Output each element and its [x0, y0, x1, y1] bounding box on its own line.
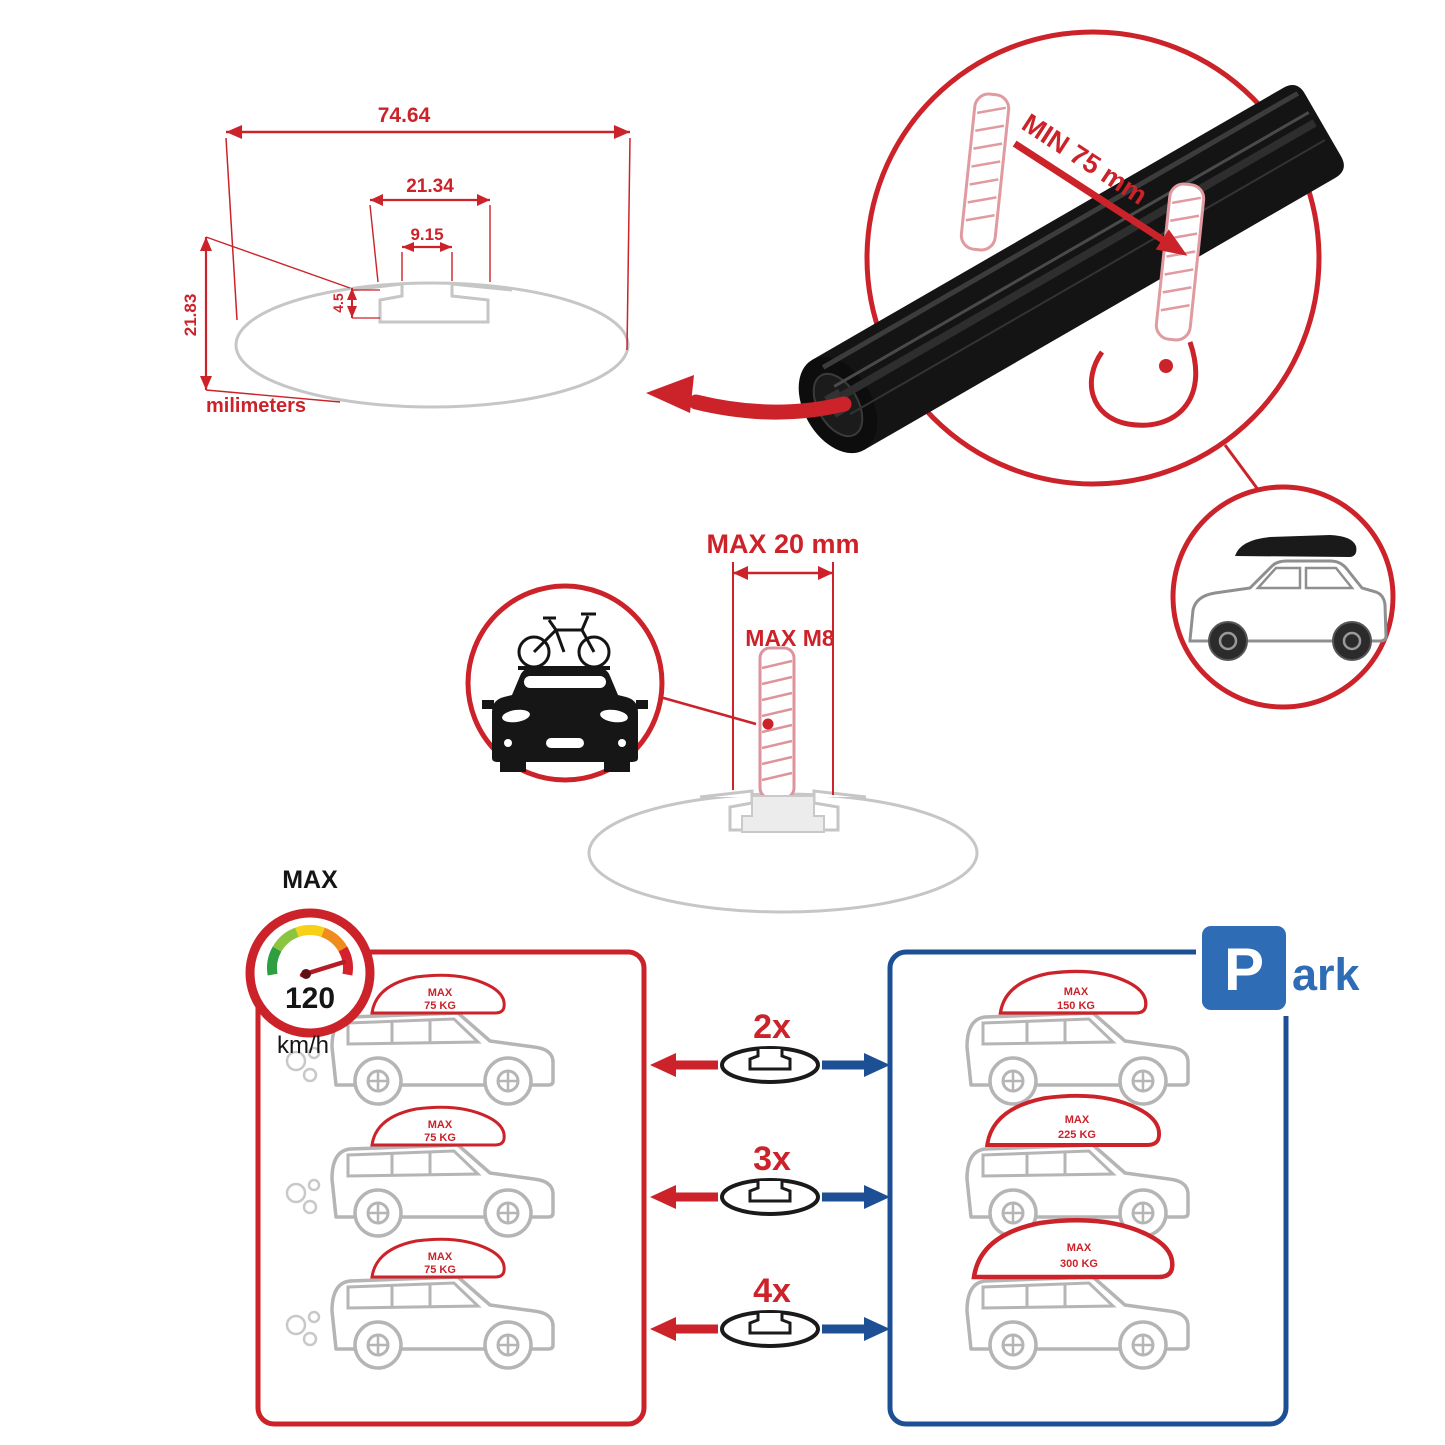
max-thread-label: MAX M8: [745, 625, 835, 651]
pod-label: MAX: [428, 1251, 453, 1263]
clamp-pivot-dot: [1159, 359, 1173, 373]
pod-label: 300 KG: [1060, 1258, 1098, 1270]
park-sign-letter: P: [1224, 936, 1264, 1003]
units-label: milimeters: [206, 395, 306, 417]
bolt-spec-diagram: MAX 20 mm MAX M8: [587, 529, 979, 914]
dim-slot-depth-label: 4.5: [330, 293, 346, 313]
bolt-pointer-dot: [762, 718, 774, 730]
roofbox-car-badge: [1170, 484, 1396, 710]
max-length-label: MAX 20 mm: [706, 529, 859, 559]
right-row-3: MAX 300 KG: [965, 1220, 1190, 1370]
multiplier-row-1: 2x: [650, 1008, 890, 1084]
speed-limit-badge: MAX 120 km/h: [245, 866, 375, 1059]
zoom-circle: [864, 29, 1322, 487]
left-row-2: MAX 75 KG: [285, 1105, 555, 1238]
bike-car-badge: [465, 583, 757, 783]
t-bolt: [741, 646, 825, 833]
car-front-silhouette: [482, 668, 648, 772]
dim-slot-width-label: 9.15: [410, 225, 443, 244]
pod-label: MAX: [428, 1119, 453, 1131]
suv-with-roofbox: [1188, 535, 1388, 661]
multiplier-label: 2x: [753, 1008, 791, 1046]
crossbar-closeup: MIN 75 mm: [646, 29, 1344, 496]
clamp-rod-sketch-right: [1154, 182, 1206, 342]
multiplier-label: 3x: [753, 1140, 791, 1178]
pod-label: MAX: [1064, 986, 1089, 998]
multiplier-label: 4x: [753, 1272, 791, 1310]
speed-badge-unit: km/h: [277, 1032, 329, 1059]
park-sign-square: [1202, 926, 1286, 1010]
clamp-rod-sketch-left: [959, 92, 1011, 252]
profile-ellipse: [234, 281, 630, 409]
pod-label: 75 KG: [424, 1132, 456, 1144]
profile-dimension-drawing: 74.64 21.34 9.15 4.5 21.83 milimeters: [181, 104, 631, 417]
left-row-3: MAX 75 KG: [285, 1237, 555, 1370]
badge-connector-line: [1223, 444, 1264, 496]
roofbox: [1235, 535, 1357, 557]
dim-total-height-label: 21.83: [181, 294, 200, 337]
dim-total-width-label: 74.64: [378, 104, 431, 127]
pod-label: 75 KG: [424, 1000, 456, 1012]
pod-label: MAX: [1065, 1114, 1090, 1126]
speedometer-gauge: [267, 925, 353, 979]
profile-t-slot: [351, 282, 513, 324]
pointer-arrow-shaft: [688, 394, 852, 420]
speed-badge-value: 120: [285, 982, 335, 1015]
multiplier-row-2: 3x: [650, 1140, 890, 1216]
pod-label: MAX: [1067, 1242, 1092, 1254]
right-row-2: MAX 225 KG: [965, 1093, 1190, 1238]
clamp-strap-sketch: [1088, 341, 1199, 428]
pod-label: 75 KG: [424, 1264, 456, 1276]
capacity-chart: MAX 75 KG MAX 75 KG MAX 75 KG MAX 150 KG: [255, 920, 1378, 1427]
multiplier-row-3: 4x: [650, 1272, 890, 1348]
pointer-arrow-head: [646, 375, 694, 413]
speed-badge-title: MAX: [282, 866, 338, 894]
dim-channel-width-label: 21.34: [406, 176, 454, 197]
badge-to-bolt-line: [659, 695, 757, 726]
right-row-1: MAX 150 KG: [965, 969, 1190, 1106]
pod-label: 150 KG: [1057, 1000, 1095, 1012]
left-capacity-panel: [255, 949, 647, 1427]
right-capacity-panel: [887, 949, 1289, 1427]
park-sign: P ark: [1196, 920, 1378, 1016]
park-sign-suffix: ark: [1292, 949, 1361, 1000]
pod-label: 225 KG: [1058, 1129, 1096, 1141]
left-row-1: MAX 75 KG: [285, 973, 555, 1106]
pod-label: MAX: [428, 987, 453, 999]
